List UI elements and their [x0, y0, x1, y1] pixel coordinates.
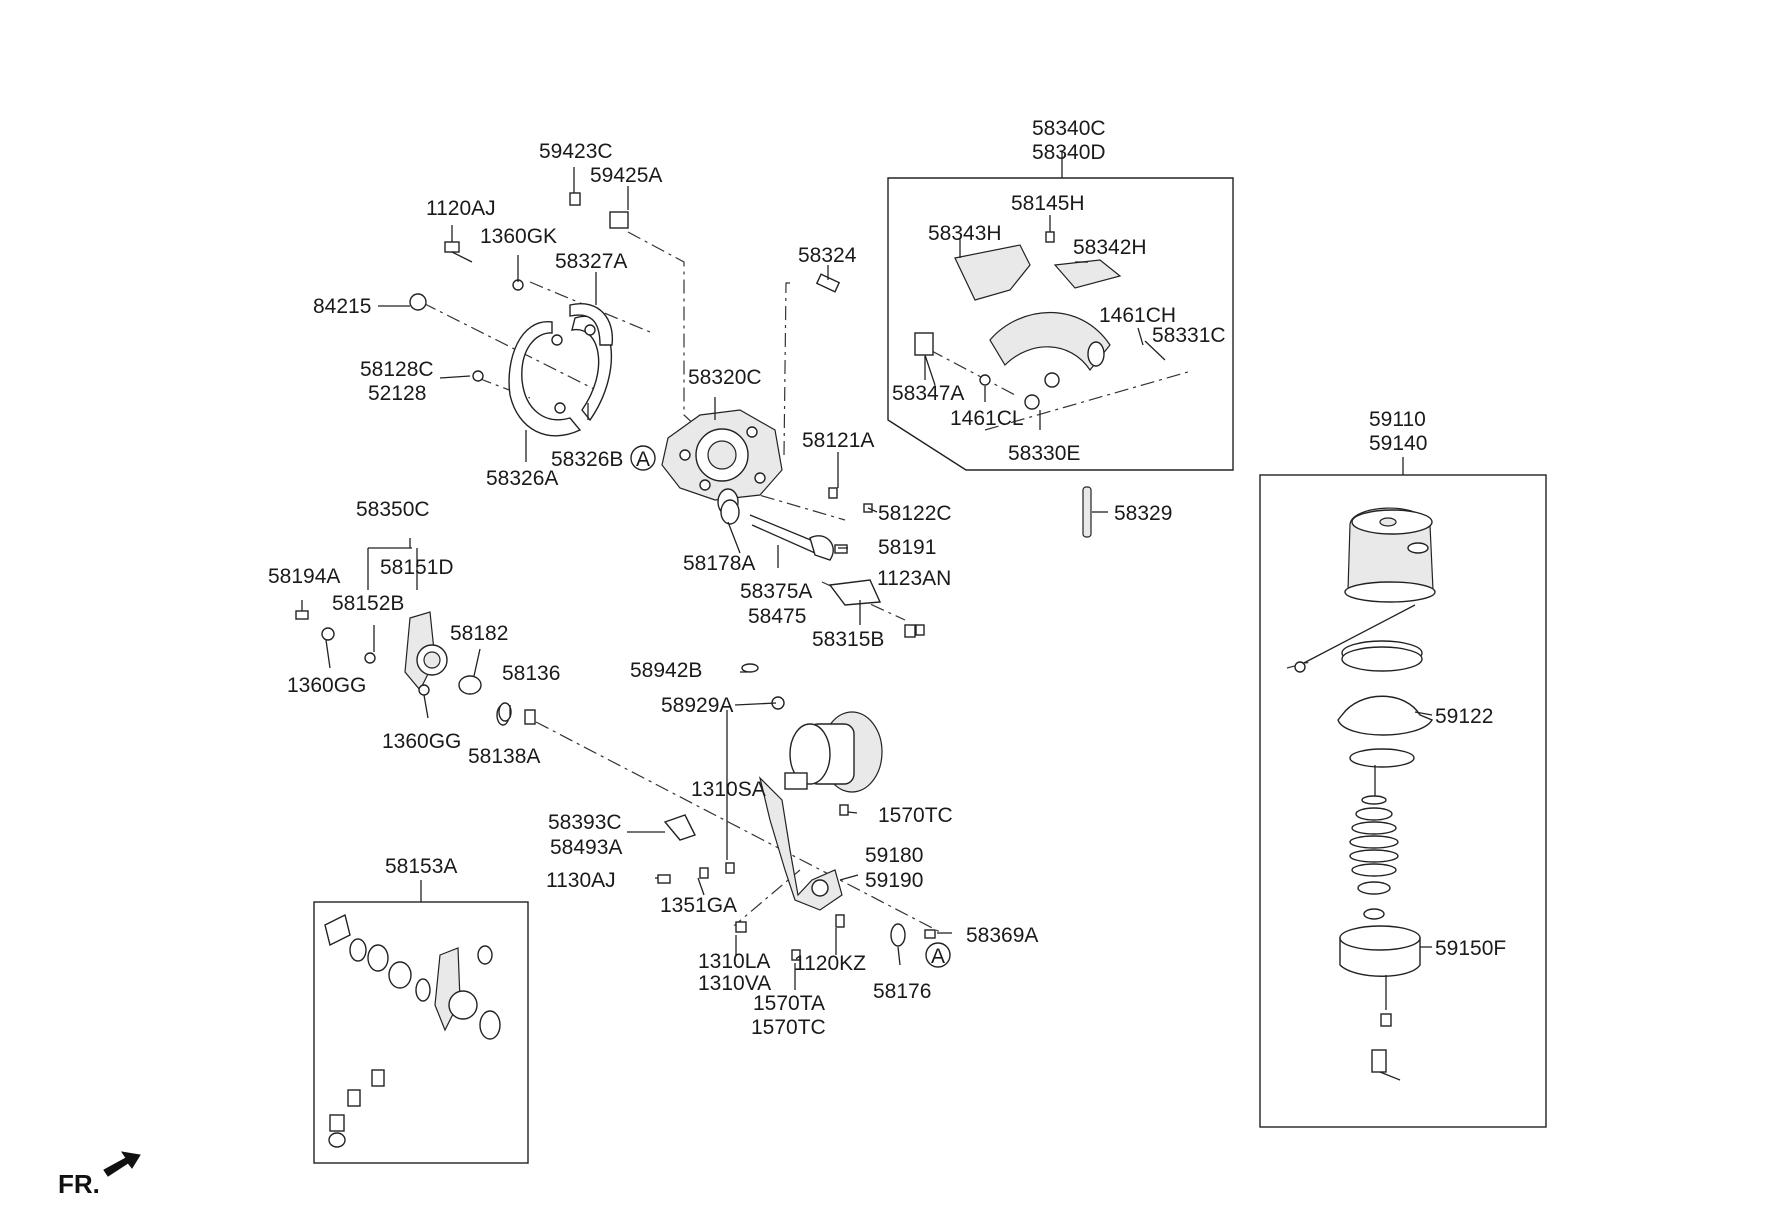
label-58178A: 58178A — [683, 552, 755, 575]
front-orientation-indicator: FR. — [58, 1151, 141, 1199]
label-58194A: 58194A — [268, 565, 340, 588]
chamber-bracket — [758, 776, 843, 911]
label-59150F: 59150F — [1435, 937, 1506, 960]
label-1570TA: 1570TA — [753, 992, 825, 1015]
label-1360GG-left: 1360GG — [287, 674, 366, 697]
part-labels: 59423C 59425A 1120AJ 1360GK 58327A 84215… — [268, 117, 1506, 1039]
brake-spider — [661, 409, 783, 501]
label-1310LA: 1310LA — [698, 950, 770, 973]
label-58347A: 58347A — [892, 382, 964, 405]
group-box-58340 — [887, 152, 1234, 471]
slack-adjuster-kit — [324, 913, 501, 1148]
label-58340C: 58340C — [1032, 117, 1106, 140]
leader-lines — [301, 167, 1433, 990]
label-1310SA: 1310SA — [691, 778, 766, 801]
front-arrow-icon — [103, 1151, 141, 1177]
label-59180: 59180 — [865, 844, 923, 867]
group-box-59110 — [1259, 457, 1547, 1128]
label-59122: 59122 — [1435, 705, 1493, 728]
label-1120KZ: 1120KZ — [794, 952, 866, 975]
label-58153A: 58153A — [385, 855, 457, 878]
label-58182: 58182 — [450, 622, 508, 645]
label-58329: 58329 — [1114, 502, 1172, 525]
label-59110: 59110 — [1369, 408, 1426, 431]
front-label: FR. — [58, 1169, 100, 1199]
label-58331C: 58331C — [1152, 324, 1226, 347]
label-58176: 58176 — [873, 980, 931, 1003]
brake-chamber — [784, 711, 883, 793]
dust-shield — [508, 303, 614, 437]
label-58475: 58475 — [748, 605, 806, 628]
label-58151D: 58151D — [380, 556, 454, 579]
label-58340D: 58340D — [1032, 141, 1106, 164]
label-59190: 59190 — [865, 869, 923, 892]
return-spring — [1082, 486, 1092, 538]
label-58121A: 58121A — [802, 429, 874, 452]
label-58324: 58324 — [798, 244, 857, 267]
label-1360GG-lower: 1360GG — [382, 730, 461, 753]
label-58145H: 58145H — [1011, 192, 1085, 215]
reference-marker-a-lower: A — [925, 942, 951, 968]
group-box-58153A — [313, 880, 529, 1164]
label-58369A: 58369A — [966, 924, 1038, 947]
label-58375A: 58375A — [740, 580, 812, 603]
label-58191: 58191 — [878, 536, 936, 559]
label-58942B: 58942B — [630, 659, 702, 682]
label-59425A: 59425A — [590, 164, 662, 187]
label-58929A: 58929A — [661, 694, 733, 717]
label-58343H: 58343H — [928, 222, 1002, 245]
label-1360GK: 1360GK — [480, 225, 557, 248]
brake-shoe-assembly — [914, 231, 1122, 410]
label-1310VA: 1310VA — [698, 972, 771, 995]
label-58128C: 58128C — [360, 358, 434, 381]
label-58330E: 58330E — [1008, 442, 1080, 465]
reference-marker-a-upper: A — [630, 445, 656, 471]
label-1123AN: 1123AN — [877, 567, 951, 590]
svg-text:A: A — [636, 448, 650, 471]
label-58393C: 58393C — [548, 811, 622, 834]
label-58122C: 58122C — [878, 502, 952, 525]
label-58327A: 58327A — [555, 250, 627, 273]
label-1570TC-lower: 1570TC — [751, 1016, 826, 1039]
label-58326A: 58326A — [486, 467, 558, 490]
label-1461CL: 1461CL — [950, 407, 1024, 430]
svg-text:A: A — [931, 945, 945, 968]
label-84215: 84215 — [313, 295, 371, 318]
label-1351GA: 1351GA — [660, 894, 737, 917]
label-59423C: 59423C — [539, 140, 613, 163]
fasteners — [295, 192, 1429, 961]
label-58315B: 58315B — [812, 628, 884, 651]
label-58493A: 58493A — [550, 836, 622, 859]
label-1570TC-upper: 1570TC — [878, 804, 953, 827]
label-58138A: 58138A — [468, 745, 540, 768]
label-1120AJ: 1120AJ — [426, 197, 496, 220]
label-58342H: 58342H — [1073, 236, 1147, 259]
label-59140: 59140 — [1369, 432, 1427, 455]
air-spring-components — [1299, 507, 1436, 1081]
label-58350C: 58350C — [356, 498, 430, 521]
label-1461CH: 1461CH — [1099, 304, 1176, 327]
label-58326B: 58326B — [551, 448, 623, 471]
label-1130AJ: 1130AJ — [546, 869, 616, 892]
label-58136: 58136 — [502, 662, 560, 685]
camshaft — [717, 488, 834, 561]
label-58320C: 58320C — [688, 366, 762, 389]
label-52128: 52128 — [368, 382, 426, 405]
label-58152B: 58152B — [332, 592, 404, 615]
